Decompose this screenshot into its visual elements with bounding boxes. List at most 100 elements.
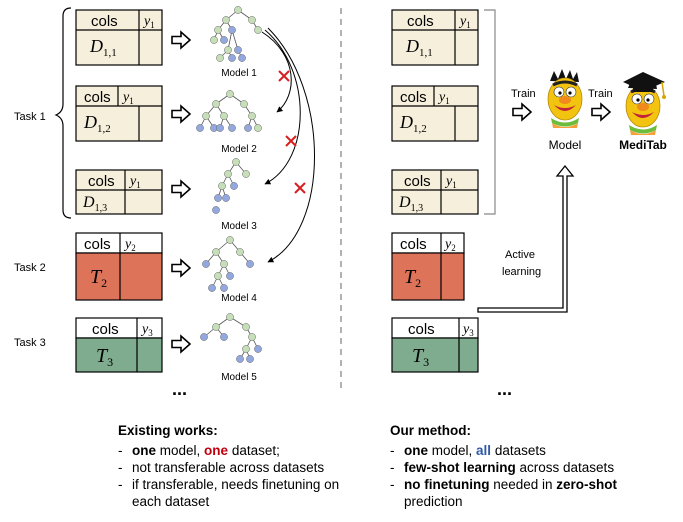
train-label-1: Train (511, 88, 536, 100)
tree-node (228, 54, 236, 62)
transfer-arc-3 (267, 27, 315, 263)
tree-node (248, 112, 256, 120)
tree-node (202, 260, 210, 268)
tree-node (220, 284, 228, 292)
existing-works-title: Existing works: (118, 423, 218, 438)
active-learning-arrow (477, 164, 575, 313)
table-d13: cols y1 D1,3 (75, 169, 163, 215)
table-d11-right: cols y1 D1,1 (391, 9, 479, 66)
svg-text:D1,1: D1,1 (89, 36, 117, 59)
tree-node (246, 260, 254, 268)
tree-node (244, 124, 252, 132)
svg-text:y2: y2 (123, 237, 136, 253)
tree-node (216, 124, 224, 132)
tree-node (226, 272, 234, 280)
svg-text:cols: cols (404, 173, 431, 190)
tree-node (220, 36, 228, 44)
tree-node (232, 158, 240, 166)
tree-icon-model-4 (202, 236, 254, 292)
svg-text:y1: y1 (121, 90, 134, 106)
cross-icon (278, 70, 306, 194)
svg-text:y1: y1 (444, 174, 457, 190)
datasets-bracket (484, 9, 496, 215)
model-1-label: Model 1 (221, 68, 257, 79)
svg-text:cols: cols (400, 89, 427, 106)
tree-node (218, 182, 226, 190)
left-ellipsis: ... (172, 379, 187, 399)
svg-text:T2: T2 (404, 266, 421, 290)
our-method-notes: Our method: one model, all datasets few-… (390, 422, 670, 510)
svg-text:D1,3: D1,3 (82, 194, 107, 214)
tree-node (212, 323, 220, 331)
tree-node (212, 206, 220, 214)
table-t3-right: cols y3 T3 (391, 317, 479, 373)
svg-text:T3: T3 (412, 345, 429, 369)
tree-node (210, 36, 218, 44)
existing-point-2: not transferable across datasets (118, 459, 348, 476)
train-arrow-right-2 (591, 103, 611, 121)
tree-node (220, 333, 228, 341)
svg-text:T2: T2 (90, 266, 107, 290)
svg-text:cols: cols (84, 89, 111, 106)
tree-node (234, 6, 242, 14)
learning-label: learning (502, 266, 541, 278)
tree-node (220, 260, 228, 268)
tree-node (228, 124, 236, 132)
tree-node (208, 284, 216, 292)
table-d11: cols y1 D1,1 (75, 9, 163, 66)
tree-node (240, 100, 248, 108)
tree-node (236, 355, 244, 363)
tree-node (248, 16, 256, 24)
train-arrow-4 (171, 259, 191, 277)
tree-node (254, 345, 262, 353)
active-label: Active (505, 249, 535, 261)
svg-text:cols: cols (91, 13, 118, 30)
tree-node (242, 323, 250, 331)
tree-node (224, 170, 232, 178)
svg-text:D1,1: D1,1 (405, 36, 433, 59)
meditab-label: MediTab (619, 138, 667, 152)
tree-node (222, 194, 230, 202)
task1-brace (54, 7, 72, 219)
tree-node (234, 46, 242, 54)
tree-node (224, 46, 232, 54)
tree-node (246, 355, 254, 363)
tree-node (200, 333, 208, 341)
model-label: Model (549, 138, 582, 152)
svg-text:cols: cols (92, 321, 119, 338)
svg-text:y2: y2 (443, 237, 456, 253)
train-arrow-1 (171, 31, 191, 49)
tree-icon-model-3 (212, 158, 250, 214)
right-ellipsis: ... (497, 379, 512, 399)
tree-node (214, 194, 222, 202)
tree-icon-model-5 (200, 313, 262, 363)
existing-works-notes: Existing works: one model, one dataset; … (118, 422, 348, 510)
tree-node (212, 248, 220, 256)
table-d13-right: cols y1 D1,3 (391, 169, 479, 215)
tree-node (214, 26, 222, 34)
tree-node (238, 54, 246, 62)
tree-node (242, 345, 250, 353)
existing-point-3: if transferable, needs finetuning on eac… (118, 476, 348, 510)
tree-node (254, 26, 262, 34)
train-label-2: Train (588, 88, 613, 100)
our-point-3: no finetuning needed in zero-shot predic… (390, 476, 670, 510)
tree-node (214, 272, 222, 280)
tree-node (226, 236, 234, 244)
train-arrow-3 (171, 180, 191, 198)
tree-node (254, 124, 262, 132)
tree-node (226, 90, 234, 98)
svg-text:y3: y3 (461, 322, 474, 338)
model-mascot-icon (546, 67, 584, 130)
tree-node (248, 333, 256, 341)
table-t3: cols y3 T3 (75, 317, 163, 373)
tree-node (216, 54, 224, 62)
svg-text:y1: y1 (128, 174, 141, 190)
transfer-arc-1 (261, 31, 292, 113)
table-t2: cols y2 T2 (75, 232, 163, 301)
task2-label: Task 2 (14, 262, 46, 274)
train-arrow-5 (171, 335, 191, 353)
tree-icon-model-1 (210, 6, 262, 62)
svg-text:y3: y3 (140, 322, 153, 338)
